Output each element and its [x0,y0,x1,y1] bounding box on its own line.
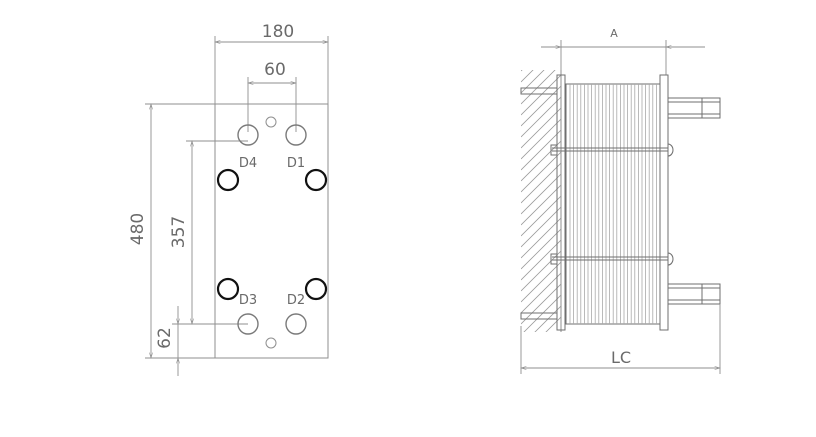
port-label-d2: D2 [287,293,305,308]
dim-bottom-offset: 62 [155,306,248,376]
nozzle-bottom [667,283,721,305]
port-label-d4: D4 [239,156,257,171]
port-d4 [237,124,259,146]
left-supports [520,87,558,320]
port-label-d1: D1 [287,156,305,171]
plate-pack [565,83,661,325]
plate-hole-bottom [265,337,277,349]
bolt-bottom-right [304,277,328,301]
plate-outline [214,103,329,359]
dim-width-label: 180 [262,22,294,42]
port-label-d3: D3 [239,293,257,308]
dim-port-spacing-label: 60 [264,60,286,80]
pressure-plate [659,74,669,331]
dim-a: A [541,27,705,75]
fixed-frame-plate [556,74,566,331]
wall-hatch [521,70,562,332]
nozzle-top [667,97,721,119]
side-view: A [520,27,721,374]
dim-port-height-label: 357 [169,216,189,248]
bolt-top-left [216,168,240,192]
dim-height: 480 [128,103,215,359]
tie-bars [550,143,674,266]
port-d1 [285,124,307,146]
dim-a-label: A [610,27,618,40]
dim-port-spacing: 60 [247,60,297,132]
bolt-bottom-left [216,277,240,301]
dim-width: 180 [214,22,329,104]
plate-hole-top [265,116,277,128]
dim-bottom-offset-label: 62 [155,327,175,349]
front-view: 180 60 480 357 62 [128,22,329,376]
bolt-top-right [304,168,328,192]
port-d2 [285,313,307,335]
dim-lc: LC [520,304,721,374]
dim-height-label: 480 [128,213,148,245]
dim-lc-label: LC [611,348,631,367]
port-d3 [237,313,259,335]
dim-port-height: 357 [169,140,248,325]
